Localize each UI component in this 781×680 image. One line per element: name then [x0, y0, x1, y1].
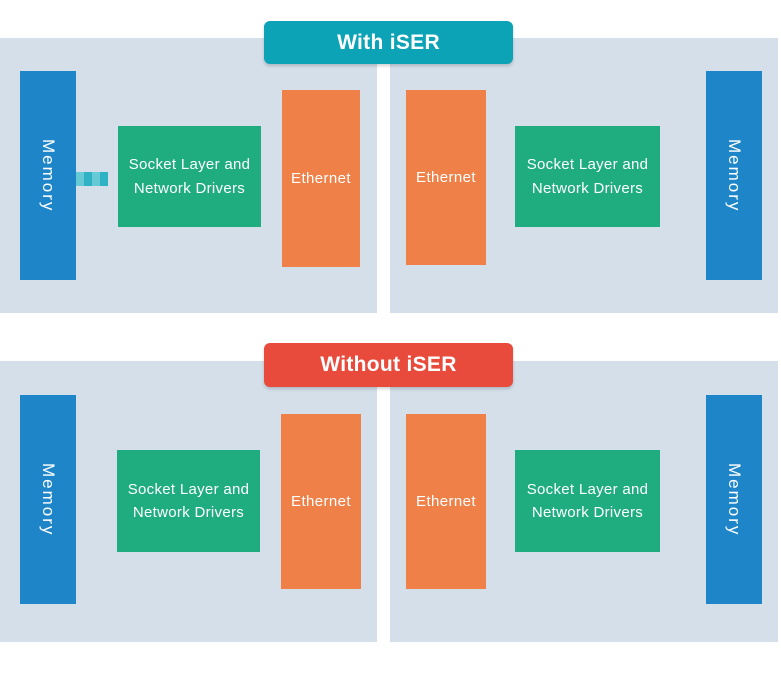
- connector-dash: [84, 172, 92, 186]
- socket-layer-label-line1: Socket Layer and: [128, 156, 251, 174]
- connector-dash: [92, 172, 100, 186]
- ethernet-block: Ethernet: [406, 414, 486, 589]
- memory-block: Memory: [706, 71, 762, 280]
- memory-label: Memory: [725, 462, 744, 537]
- socket-layer-label-line2: Network Drivers: [133, 179, 246, 197]
- ethernet-label: Ethernet: [291, 170, 351, 187]
- with-iser-header: With iSER: [264, 21, 513, 64]
- memory-label: Memory: [39, 462, 58, 537]
- ethernet-label: Ethernet: [416, 169, 476, 186]
- memory-rdma-connector: [76, 172, 108, 186]
- socket-layer-label-line1: Socket Layer and: [526, 156, 649, 174]
- socket-layer-block: Socket Layer and Network Drivers: [117, 450, 260, 552]
- memory-label: Memory: [39, 138, 58, 213]
- with-iser-right-host-panel: Ethernet Socket Layer and Network Driver…: [390, 38, 778, 313]
- with-iser-header-label: With iSER: [337, 30, 440, 54]
- socket-layer-label-line2: Network Drivers: [531, 504, 644, 521]
- socket-layer-label-line1: Socket Layer and: [526, 480, 649, 498]
- ethernet-block: Ethernet: [282, 90, 360, 267]
- memory-block: Memory: [706, 395, 762, 604]
- socket-layer-block: Socket Layer and Network Drivers: [515, 126, 660, 227]
- without-iser-right-host-panel: Ethernet Socket Layer and Network Driver…: [390, 361, 778, 642]
- memory-label: Memory: [725, 138, 744, 213]
- ethernet-block: Ethernet: [406, 90, 486, 265]
- memory-block: Memory: [20, 71, 76, 280]
- ethernet-label: Ethernet: [416, 493, 476, 510]
- memory-block: Memory: [20, 395, 76, 604]
- without-iser-header: Without iSER: [264, 343, 513, 387]
- without-iser-header-label: Without iSER: [320, 353, 457, 376]
- ethernet-label: Ethernet: [291, 493, 351, 510]
- socket-layer-block: Socket Layer and Network Drivers: [118, 126, 261, 227]
- connector-dash: [100, 172, 108, 186]
- socket-layer-block: Socket Layer and Network Drivers: [515, 450, 660, 552]
- socket-layer-label-line2: Network Drivers: [531, 179, 644, 197]
- with-iser-left-host-panel: Memory Socket Layer and Network Drivers …: [0, 38, 377, 313]
- ethernet-block: Ethernet: [281, 414, 361, 589]
- connector-dash: [76, 172, 84, 186]
- socket-layer-label-line2: Network Drivers: [132, 504, 245, 521]
- socket-layer-label-line1: Socket Layer and: [127, 480, 250, 498]
- without-iser-left-host-panel: Memory Socket Layer and Network Drivers …: [0, 361, 377, 642]
